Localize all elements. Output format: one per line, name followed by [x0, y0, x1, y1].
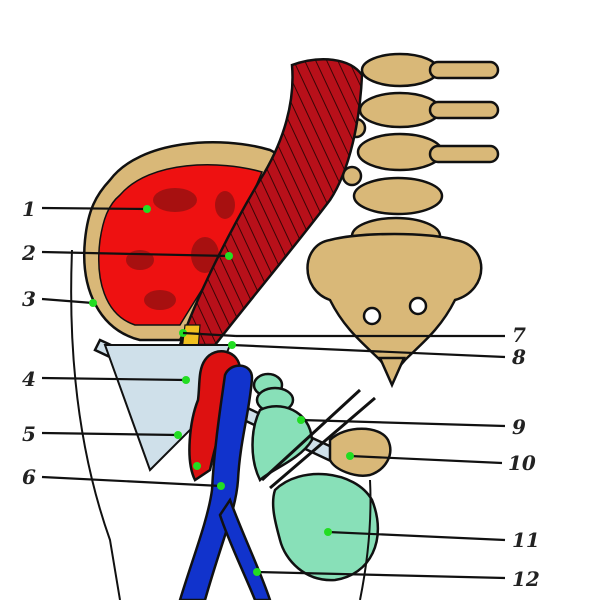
label-12: 12 [512, 567, 540, 591]
label-2: 2 [21, 241, 36, 265]
sacral-foramen-left [362, 306, 382, 326]
label-10-group: 10 [346, 451, 536, 475]
label-6-group: 6 [22, 462, 225, 490]
label-11-group: 11 [324, 528, 540, 552]
vein-branch [218, 497, 272, 600]
label-8: 8 [511, 345, 526, 369]
label-7-group: 7 [179, 323, 526, 347]
label-9: 9 [512, 415, 526, 439]
label-5: 5 [22, 422, 36, 446]
label-6: 6 [22, 465, 36, 489]
spermatic-cord-line-1 [260, 388, 362, 482]
label-12-group: 12 [253, 567, 540, 591]
label-2-group: 2 [21, 241, 233, 265]
label-3: 3 [22, 287, 36, 311]
label-10: 10 [508, 451, 536, 475]
sacral-foramen-right [408, 296, 428, 316]
label-1: 1 [22, 197, 36, 221]
label-9-group: 9 [297, 415, 526, 439]
spermatic-cord-line-2 [269, 396, 376, 490]
pubic-tubercle [328, 427, 392, 477]
label-4: 4 [22, 367, 36, 391]
thigh-contour [359, 479, 372, 600]
psoas-major-muscle [178, 58, 364, 347]
femoral-vein [178, 364, 254, 600]
label-7: 7 [512, 323, 526, 347]
body-outline [70, 249, 121, 600]
sacrum [306, 232, 483, 377]
lumbar-vertebrae [341, 52, 500, 256]
label-5-group: 5 [22, 422, 182, 446]
label-11: 11 [512, 528, 540, 552]
label-3-group: 3 [22, 287, 97, 311]
label-4-group: 4 [22, 367, 190, 391]
label-8-group: 8 [228, 341, 526, 369]
label-1-group: 1 [22, 197, 151, 221]
lymph-nodes [251, 372, 314, 483]
coccyx [378, 356, 406, 389]
scrotal-structure [271, 472, 380, 582]
